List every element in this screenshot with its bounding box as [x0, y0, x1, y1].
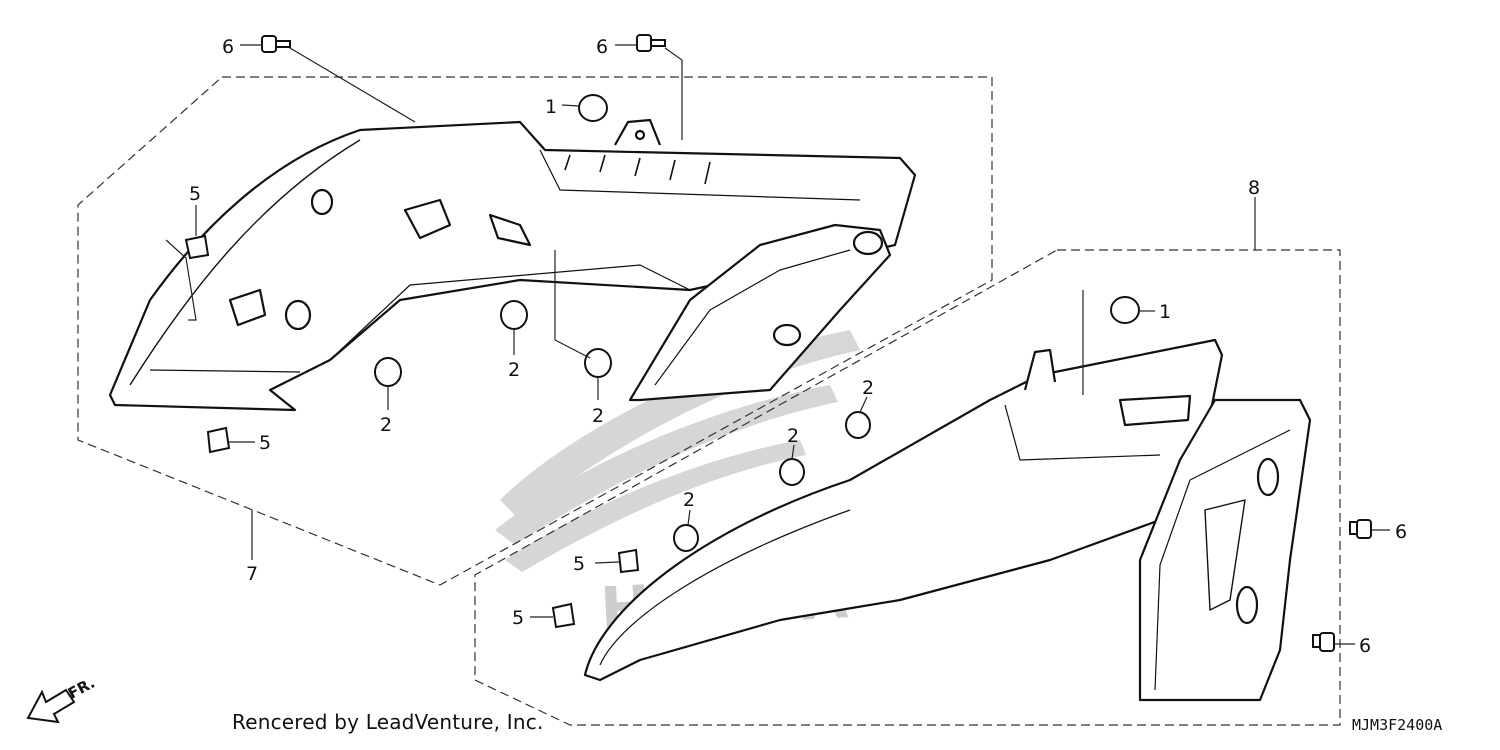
callout-c8: 5	[259, 432, 271, 454]
callout-c17: 6	[1395, 521, 1407, 543]
rivet-2-e	[779, 458, 805, 486]
callout-c3: 1	[545, 96, 557, 118]
grommet-1-right	[1110, 296, 1140, 324]
clip-5-d	[551, 602, 576, 629]
callout-c18: 6	[1359, 635, 1371, 657]
callout-c9: 7	[246, 563, 258, 585]
diagram-code: MJM3F2400A	[1352, 716, 1443, 734]
rivet-2-b	[500, 300, 528, 330]
callout-labels: 6 6 1 5 2 2 2 5 7 8 1 2 2 2 5 5 6 6	[189, 36, 1407, 657]
rivet-2-c	[584, 348, 612, 378]
leader-lines	[165, 44, 1390, 645]
callout-c15: 5	[573, 553, 585, 575]
assembly-8-dashed-box	[474, 249, 1341, 726]
callout-c11: 1	[1159, 301, 1171, 323]
bolt-6-top-left	[261, 35, 291, 53]
rivet-2-a	[374, 357, 402, 387]
callout-c14: 2	[683, 489, 695, 511]
callout-c13: 2	[787, 425, 799, 447]
callout-c1: 6	[222, 36, 234, 58]
grommet-1-top	[578, 94, 608, 122]
arrow-left-down-icon	[26, 688, 76, 724]
rivet-2-f	[673, 524, 699, 552]
right-side-cover-part-8	[583, 338, 1312, 702]
clip-5-a	[184, 234, 210, 260]
bolt-6-top-center	[636, 34, 666, 52]
front-direction-arrow: FR.	[26, 674, 98, 724]
callout-c2: 6	[596, 36, 608, 58]
assembly-7-dashed-box	[77, 76, 993, 586]
callout-c6: 2	[508, 359, 520, 381]
clip-5-c	[617, 548, 640, 574]
callout-c4: 5	[189, 183, 201, 205]
rivet-2-d	[845, 411, 871, 439]
left-side-cover-part-7	[108, 118, 917, 412]
rendered-by-credit: Rencered by LeadVenture, Inc.	[232, 710, 544, 734]
clip-5-b	[206, 426, 231, 454]
callout-c10: 8	[1248, 177, 1260, 199]
callout-c16: 5	[512, 607, 524, 629]
callout-c12: 2	[862, 377, 874, 399]
bolt-6-right-lower	[1312, 632, 1335, 652]
callout-c5: 2	[380, 414, 392, 436]
bolt-6-right-upper	[1349, 519, 1372, 539]
callout-c7: 2	[592, 405, 604, 427]
